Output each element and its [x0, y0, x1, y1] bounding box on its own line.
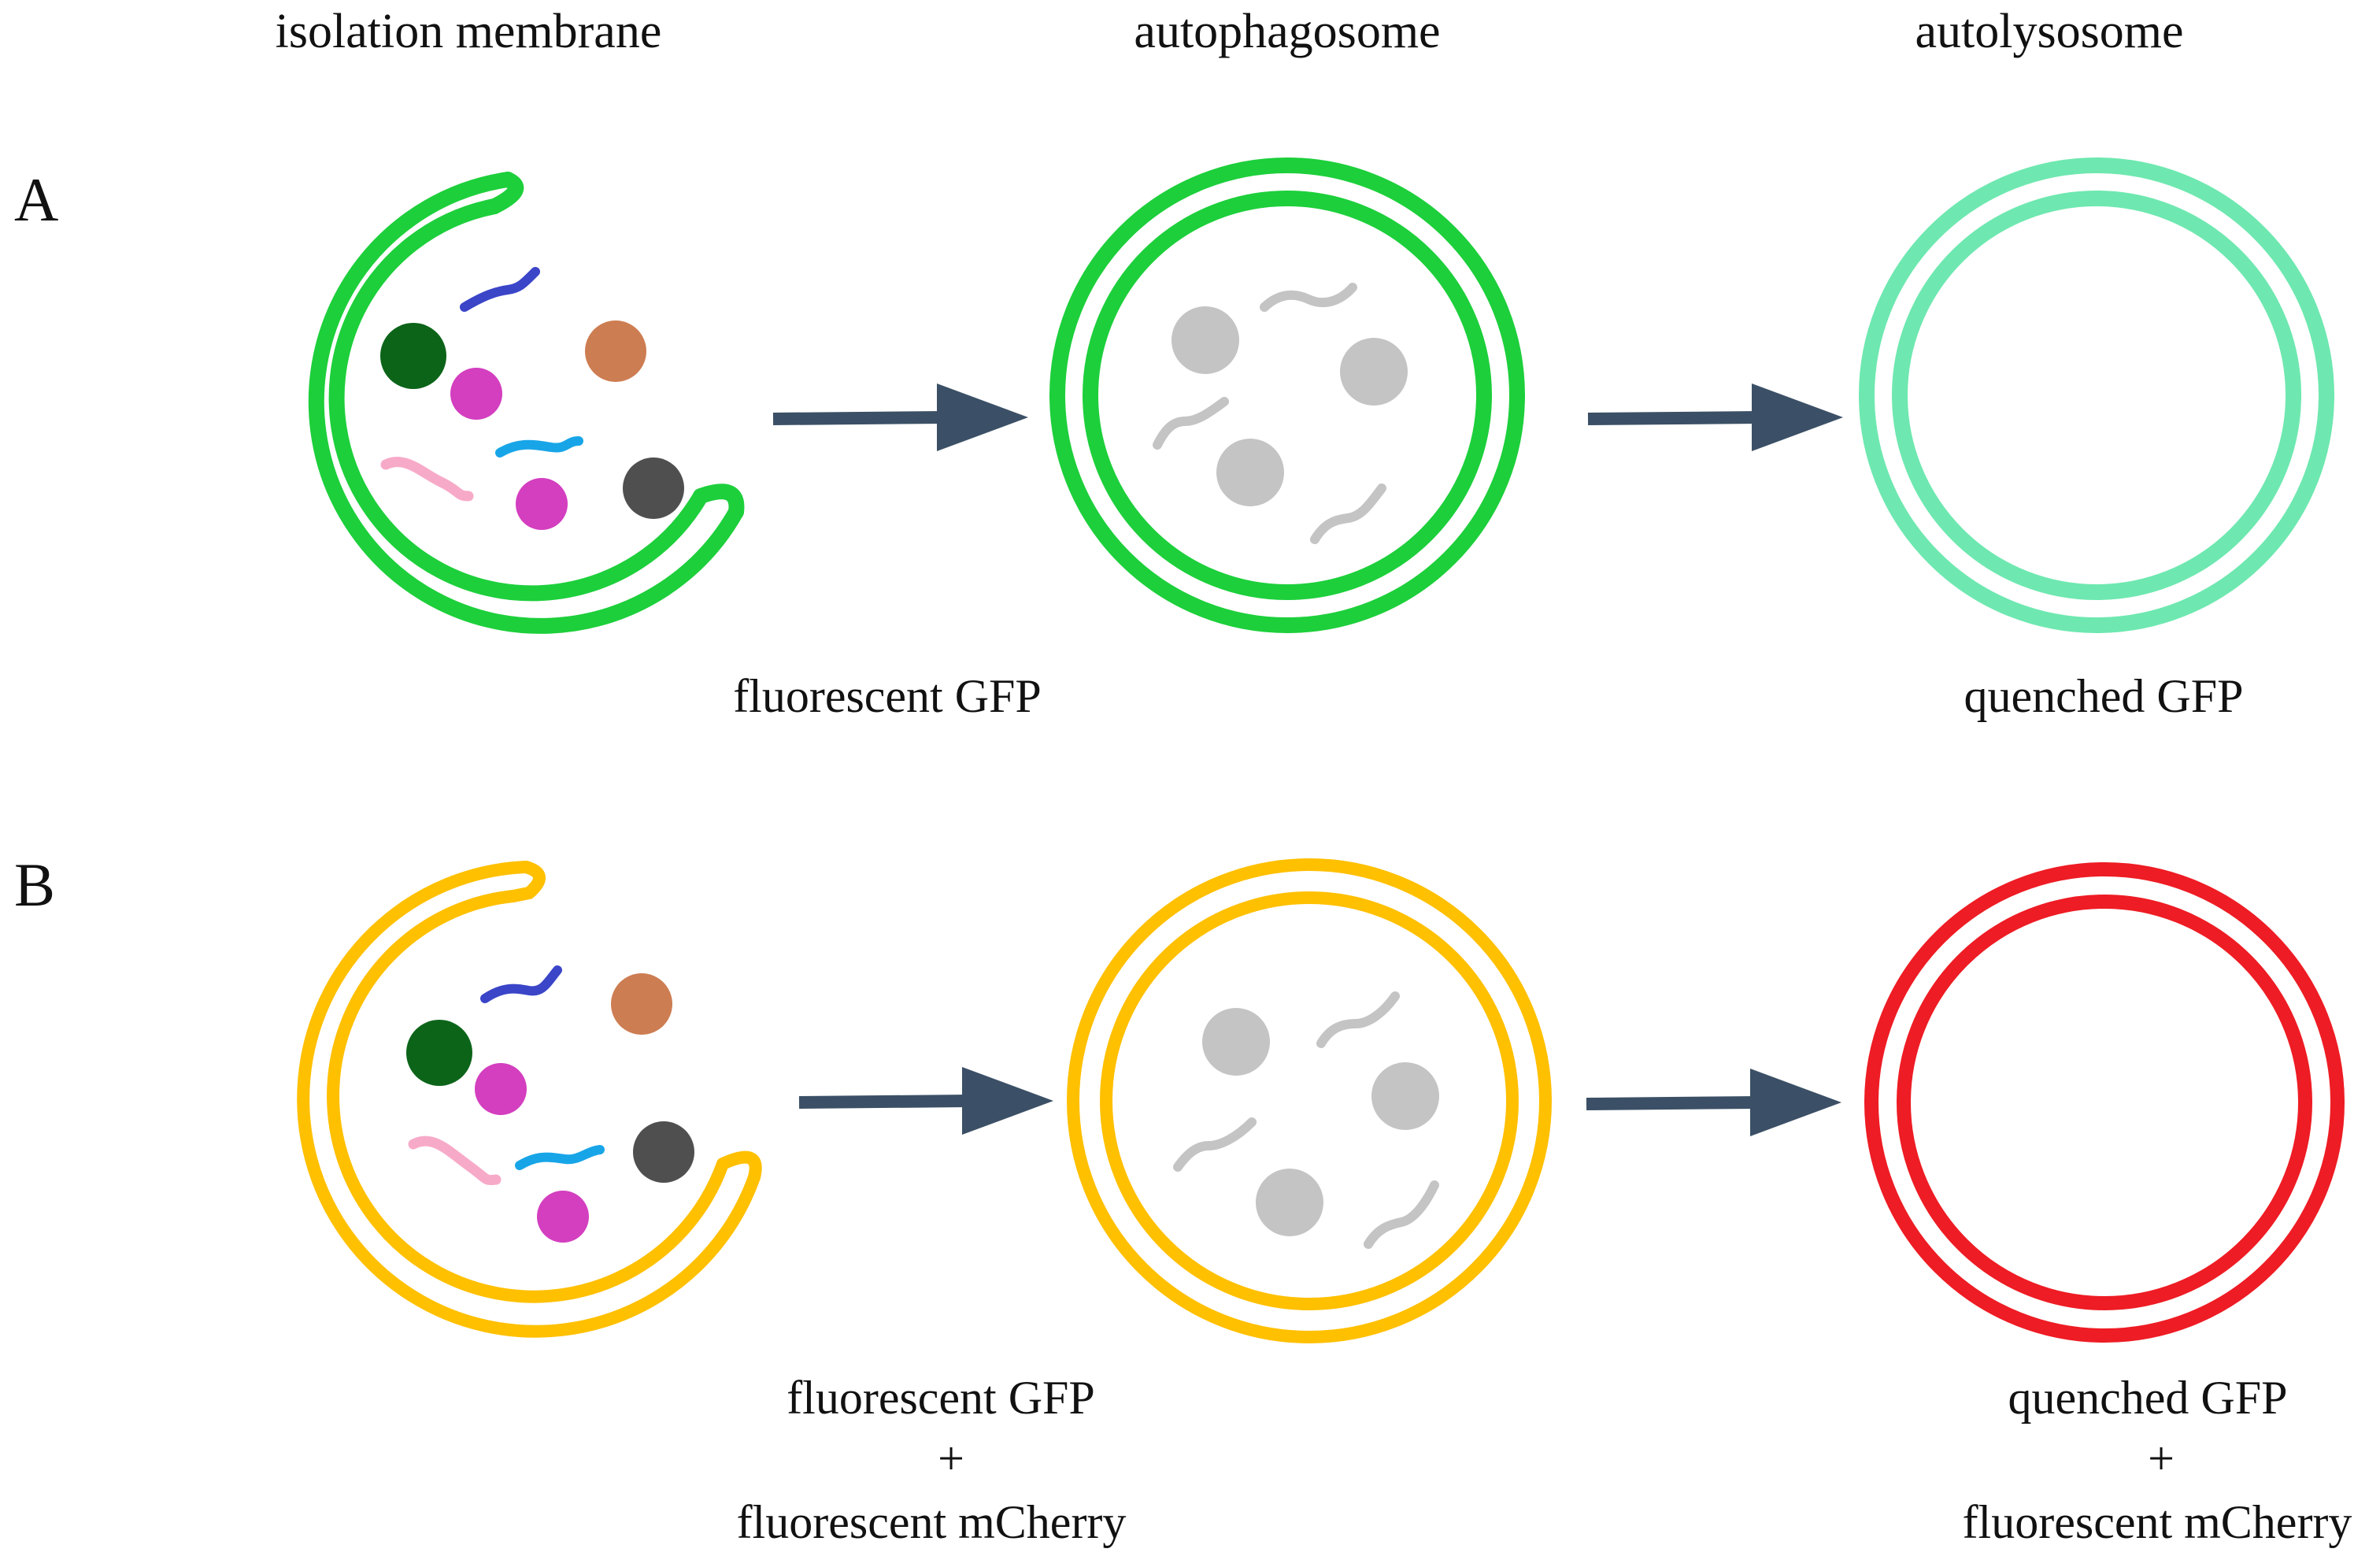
stage-label-autolysosome: autolysosome	[1915, 5, 2184, 58]
degraded-cargo-particle	[1171, 306, 1239, 374]
panel-b: fluorescent GFP + fluorescent mCherry qu…	[297, 858, 2352, 1548]
stage-label-isolation-membrane: isolation membrane	[276, 5, 662, 58]
cargo-dark-green-particle	[380, 323, 446, 389]
caption-fluorescent-mcherry-b-right: fluorescent mCherry	[1963, 1496, 2352, 1548]
autolysosome-inner-membrane-a	[1892, 191, 2301, 600]
caption-fluorescent-gfp-b: fluorescent GFP	[787, 1372, 1095, 1424]
cargo-magenta-particle	[475, 1063, 527, 1115]
caption-plus-b-right: +	[2148, 1432, 2175, 1484]
cargo-squiggle-pink	[380, 457, 474, 502]
cargo-magenta-particle	[516, 478, 568, 530]
degraded-cargo-particle	[1256, 1169, 1323, 1236]
cargo-dark-green-particle	[406, 1020, 472, 1086]
cargo-squiggle-blue	[480, 965, 562, 1003]
degraded-cargo-particle	[1340, 338, 1408, 406]
degraded-cargo-particle	[1216, 439, 1284, 506]
autolysosome-outer-membrane-a	[1859, 157, 2334, 633]
degraded-cargo-squiggle	[1153, 397, 1229, 450]
autolysosome-outer-membrane-b	[1864, 862, 2345, 1343]
cargo-a	[380, 267, 684, 530]
arrow-autophagosome-to-autolysosome-a	[1587, 383, 1843, 451]
caption-fluorescent-gfp-a: fluorescent GFP	[733, 670, 1042, 722]
cargo-brown-particle	[585, 320, 646, 382]
caption-quenched-gfp-b: quenched GFP	[2008, 1372, 2288, 1424]
isolation-membrane-inner-b	[327, 890, 729, 1303]
cargo-squiggle-blue	[460, 267, 540, 312]
degraded-cargo-squiggle	[1364, 1180, 1439, 1249]
arrow-autophagosome-to-autolysosome-b	[1586, 1069, 1841, 1136]
caption-fluorescent-mcherry-b-middle: fluorescent mCherry	[737, 1496, 1127, 1548]
cargo-squiggle-cyan	[515, 1145, 605, 1170]
autolysosome-inner-membrane-b	[1897, 895, 2312, 1310]
panel-a: fluorescent GFP quenched GFP	[308, 157, 2334, 722]
isolation-membrane-tip-b-top	[507, 861, 546, 902]
cargo-magenta-particle	[450, 368, 502, 420]
autophagosome-inner-membrane-b	[1100, 891, 1519, 1310]
panel-label-a: A	[14, 165, 58, 234]
isolation-membrane-b	[297, 861, 762, 1338]
stage-label-autophagosome: autophagosome	[1134, 5, 1440, 58]
panel-label-b: B	[14, 850, 55, 919]
isolation-membrane-tip-a-top	[487, 172, 524, 214]
cargo-squiggle-pink	[408, 1136, 502, 1186]
isolation-membrane-inner-a	[328, 198, 709, 602]
arrow-isolation-to-autophagosome-b	[798, 1067, 1053, 1135]
autolysosome-a	[1859, 157, 2334, 633]
cargo-brown-particle	[611, 973, 672, 1035]
autophagosome-outer-membrane-b	[1067, 858, 1552, 1343]
isolation-membrane-outer-b	[297, 861, 761, 1338]
autophagosome-b	[1067, 858, 1552, 1343]
degraded-cargo-squiggle	[1173, 1117, 1257, 1172]
cargo-dark-gray-particle	[623, 458, 684, 519]
autophagosome-inner-membrane-a	[1083, 191, 1492, 600]
degraded-cargo-particle	[1202, 1008, 1270, 1076]
arrow-isolation-to-autophagosome-a	[772, 383, 1028, 451]
cargo-squiggle-cyan	[495, 436, 583, 458]
autophagosome-a	[1049, 157, 1525, 633]
autolysosome-b	[1864, 862, 2345, 1343]
autophagosome-outer-membrane-a	[1049, 157, 1525, 633]
degraded-cargo-squiggle	[1316, 991, 1400, 1048]
cargo-dark-gray-particle	[633, 1121, 694, 1183]
degraded-cargo-squiggle	[1260, 283, 1357, 312]
isolation-membrane-tip-a-bottom	[693, 483, 745, 520]
degraded-cargo-particle	[1371, 1062, 1439, 1130]
isolation-membrane-outer-a	[308, 172, 744, 634]
cargo-magenta-particle	[537, 1191, 589, 1243]
caption-quenched-gfp-a: quenched GFP	[1964, 670, 2244, 722]
caption-plus-b-middle: +	[938, 1432, 964, 1484]
isolation-membrane-a	[308, 172, 745, 634]
degraded-cargo-squiggle	[1310, 483, 1386, 544]
isolation-membrane-tip-b-bottom	[716, 1150, 762, 1184]
cargo-b	[406, 965, 694, 1243]
